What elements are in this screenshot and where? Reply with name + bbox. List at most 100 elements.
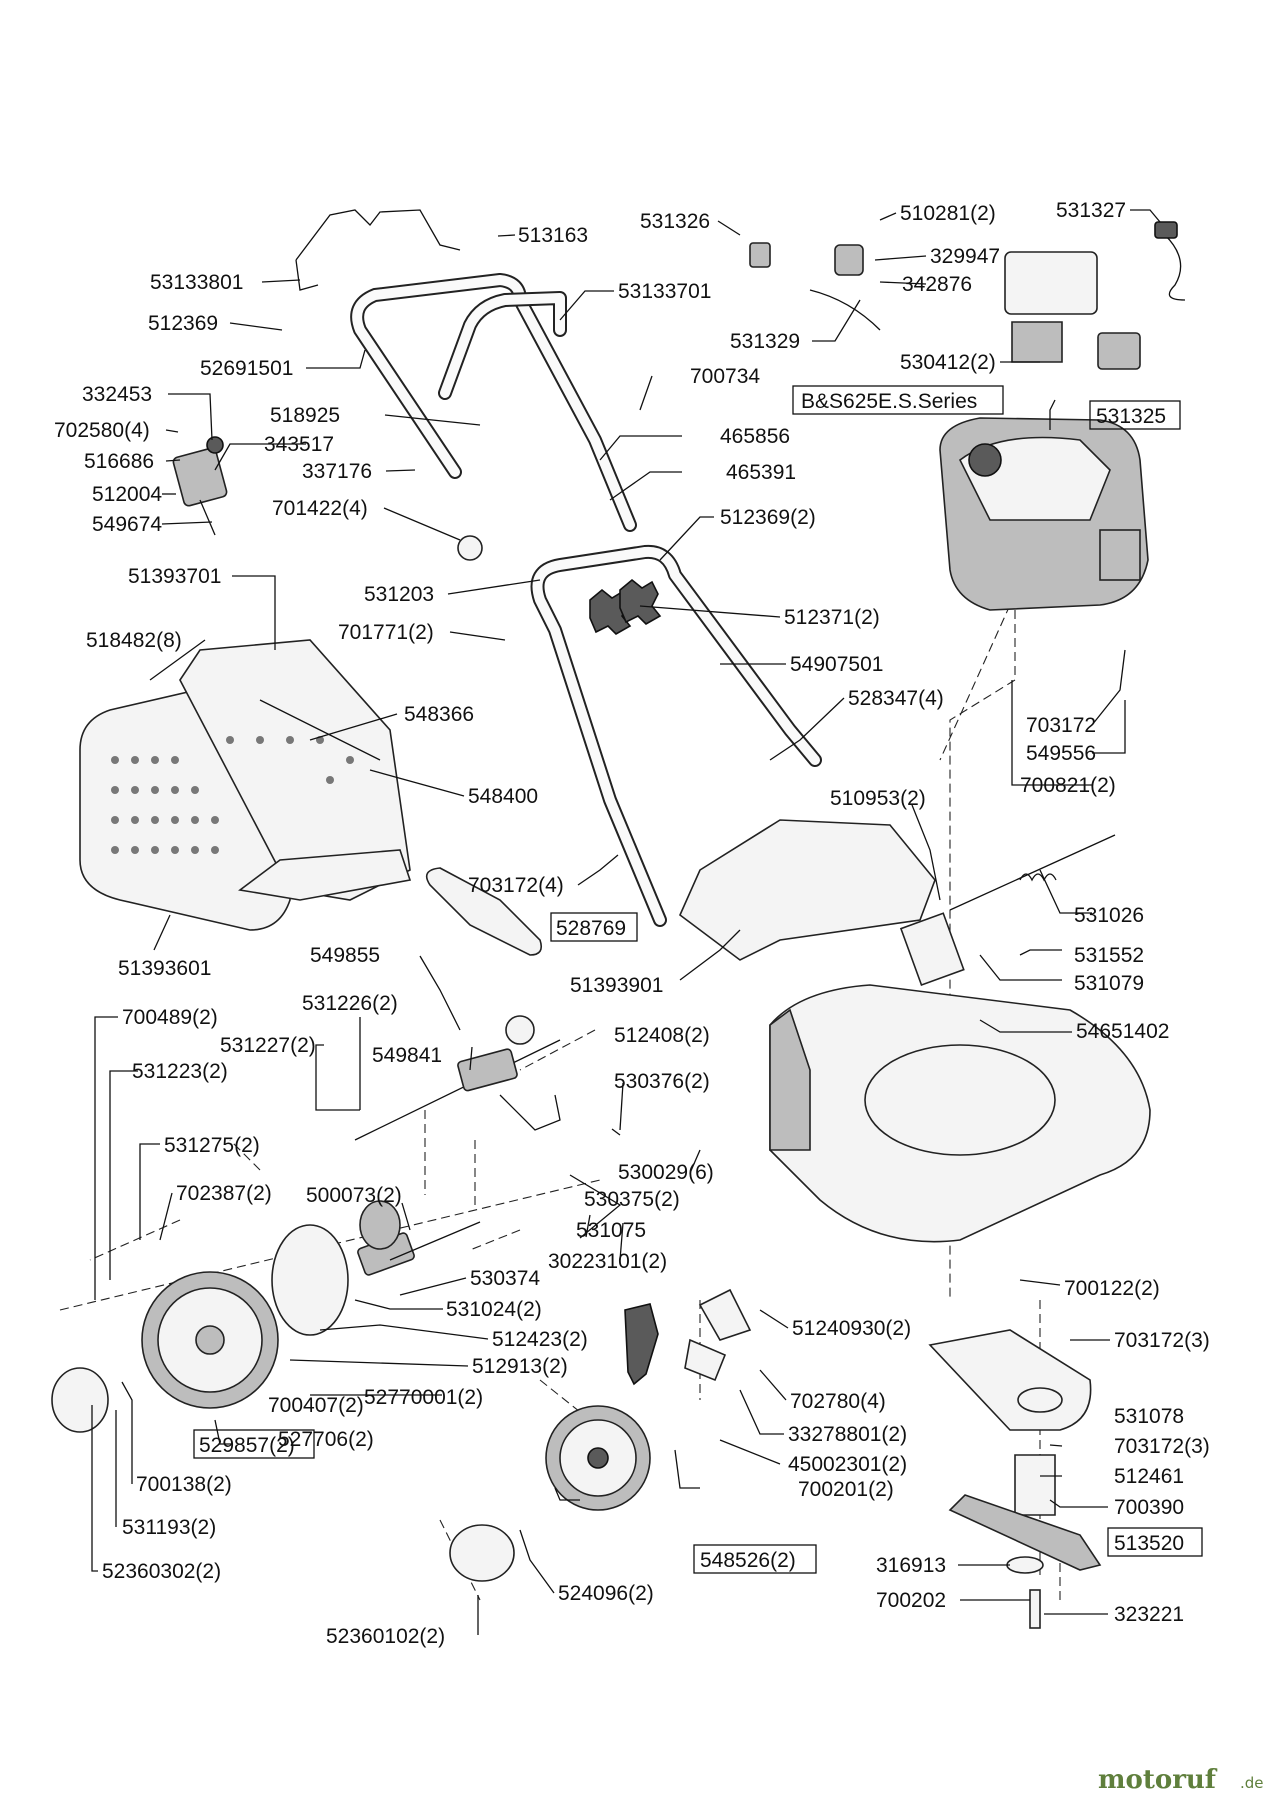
- engine: [939, 417, 1149, 611]
- label-700821: 700821(2): [1020, 774, 1116, 797]
- label-530374: 530374: [470, 1267, 540, 1290]
- label-548366: 548366: [404, 703, 474, 726]
- label-512408: 512408(2): [614, 1024, 710, 1047]
- label-528347: 528347(4): [848, 687, 944, 710]
- boxed-label-engine-series: B&S625E.S.Series: [801, 390, 977, 413]
- label-518482: 518482(8): [86, 629, 182, 652]
- axle-rod-531026: [949, 834, 1116, 911]
- blade-assembly: [928, 1329, 1102, 1629]
- label-512371: 512371(2): [784, 606, 880, 629]
- label-531079: 531079: [1074, 972, 1144, 995]
- watermark: motoruf .de: [1098, 1765, 1264, 1795]
- label-531329: 531329: [730, 330, 800, 353]
- label-549674: 549674: [92, 513, 162, 536]
- boxed-part-labels: 531325 B&S625E.S.Series 528769 529857(2)…: [193, 385, 1203, 1574]
- front-wheel: [449, 1405, 651, 1582]
- label-332453: 332453: [82, 383, 152, 406]
- label-524096: 524096(2): [558, 1582, 654, 1605]
- label-45002301: 45002301(2): [788, 1453, 907, 1476]
- label-527706: 527706(2): [278, 1428, 374, 1451]
- belt-528769: [425, 867, 543, 956]
- label-343517: 343517: [264, 433, 334, 456]
- label-512461: 512461: [1114, 1465, 1184, 1488]
- boxed-label-529857: 529857(2): [199, 1434, 295, 1457]
- label-702387: 702387(2): [176, 1182, 272, 1205]
- label-54907501: 54907501: [790, 653, 883, 676]
- label-512369b: 512369(2): [720, 506, 816, 529]
- label-702780: 702780(4): [790, 1390, 886, 1413]
- boxed-label-528769: 528769: [556, 917, 626, 940]
- label-548400: 548400: [468, 785, 538, 808]
- part-number-labels: 513163 53133801 53133701 512369 52691501…: [54, 199, 1210, 1648]
- label-700122: 700122(2): [1064, 1277, 1160, 1300]
- label-700201: 700201(2): [798, 1478, 894, 1501]
- label-531227: 531227(2): [220, 1034, 316, 1057]
- label-531075: 531075: [576, 1219, 646, 1242]
- label-531203: 531203: [364, 583, 434, 606]
- label-33278801: 33278801(2): [788, 1423, 907, 1446]
- label-516686: 516686: [84, 450, 154, 473]
- label-549841: 549841: [372, 1044, 442, 1067]
- label-510953: 510953(2): [830, 787, 926, 810]
- engine-cover-51393901: [679, 819, 936, 961]
- label-465391: 465391: [726, 461, 796, 484]
- boxed-label-531325: 531325: [1096, 405, 1166, 428]
- label-703172b: 703172(4): [468, 874, 564, 897]
- label-700202: 700202: [876, 1589, 946, 1612]
- label-51393901: 51393901: [570, 974, 663, 997]
- label-531552: 531552: [1074, 944, 1144, 967]
- label-531226: 531226(2): [302, 992, 398, 1015]
- label-530412: 530412(2): [900, 351, 996, 374]
- watermark-brand: motoruf: [1098, 1765, 1218, 1795]
- label-549556: 549556: [1026, 742, 1096, 765]
- handle-upper-bar: [350, 273, 637, 532]
- label-316913: 316913: [876, 1554, 946, 1577]
- label-30223101: 30223101(2): [548, 1250, 667, 1273]
- label-323221: 323221: [1114, 1603, 1184, 1626]
- label-54651402: 54651402: [1076, 1020, 1169, 1043]
- label-465856: 465856: [720, 425, 790, 448]
- label-703172a: 703172: [1026, 714, 1096, 737]
- label-700489: 700489(2): [122, 1006, 218, 1029]
- label-512913: 512913(2): [472, 1355, 568, 1378]
- star-knobs-512371: [589, 578, 662, 635]
- label-342876: 342876: [902, 273, 972, 296]
- label-518925: 518925: [270, 404, 340, 427]
- label-52770001: 52770001(2): [364, 1386, 483, 1409]
- label-52360102: 52360102(2): [326, 1625, 445, 1648]
- label-512369: 512369: [148, 312, 218, 335]
- label-51240930: 51240930(2): [792, 1317, 911, 1340]
- label-531327: 531327: [1056, 199, 1126, 222]
- handle-bracket-53133801: [295, 209, 461, 291]
- label-700390: 700390: [1114, 1496, 1184, 1519]
- label-531026: 531026: [1074, 904, 1144, 927]
- label-700734: 700734: [690, 365, 760, 388]
- label-531193: 531193(2): [122, 1516, 216, 1539]
- label-513163: 513163: [518, 224, 588, 247]
- label-531326: 531326: [640, 210, 710, 233]
- label-530029: 530029(6): [618, 1161, 714, 1184]
- height-adjuster-parts: [624, 1288, 752, 1386]
- label-700407: 700407(2): [268, 1394, 364, 1417]
- cable-clip-701422: [457, 535, 483, 561]
- label-549855: 549855: [310, 944, 380, 967]
- leader-lines: [91, 209, 1161, 1635]
- mower-deck-54651402: [769, 912, 1151, 1243]
- label-702580: 702580(4): [54, 419, 150, 442]
- throttle-lever-assembly: [172, 436, 228, 536]
- label-531275: 531275(2): [164, 1134, 260, 1157]
- label-701771: 701771(2): [338, 621, 434, 644]
- watermark-suffix: .de: [1240, 1774, 1264, 1792]
- label-52360302: 52360302(2): [102, 1560, 221, 1583]
- rear-wheel-left: [51, 1271, 279, 1433]
- label-53133801: 53133801: [150, 271, 243, 294]
- key-switch-wiring: [749, 242, 881, 331]
- label-703172c: 703172(3): [1114, 1329, 1210, 1352]
- label-531078: 531078: [1114, 1405, 1184, 1428]
- rear-wheel-disc: [271, 1200, 401, 1336]
- label-53133701: 53133701: [618, 280, 711, 303]
- battery-charger-parts: [1004, 221, 1186, 370]
- handle-lower-bar: [530, 544, 822, 927]
- label-530376: 530376(2): [614, 1070, 710, 1093]
